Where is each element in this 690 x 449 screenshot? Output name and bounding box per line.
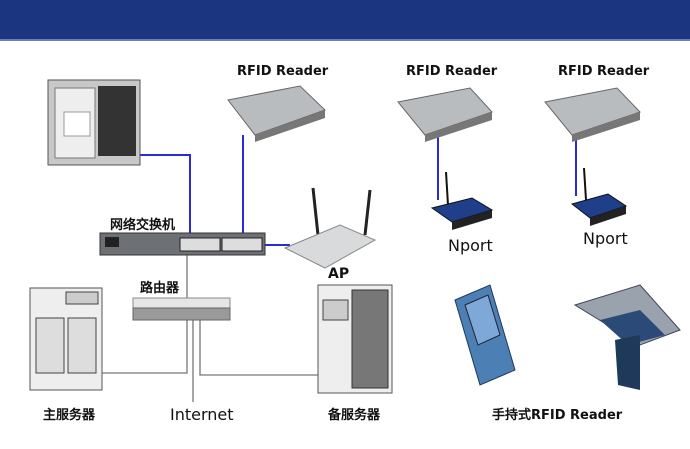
reader3-label: RFID Reader — [558, 64, 650, 79]
main-server-icon — [29, 287, 103, 391]
handheld-label: 手持式RFID Reader — [492, 408, 623, 423]
nport2-label: Nport — [583, 229, 628, 248]
header-band — [0, 0, 690, 41]
router-icon — [132, 297, 231, 321]
nport-icon — [570, 167, 628, 226]
router-label: 路由器 — [140, 281, 180, 296]
backup-server-icon — [317, 284, 393, 394]
printer-icon — [47, 79, 141, 166]
rfid-reader-icon — [544, 87, 641, 142]
nport1-label: Nport — [448, 236, 493, 255]
reader2-label: RFID Reader — [406, 64, 498, 79]
rfid-reader-icon — [397, 87, 493, 142]
link-printer-switch — [140, 154, 191, 236]
handheld-gun-reader-icon — [573, 284, 681, 390]
backup-server-label: 备服务器 — [328, 408, 381, 423]
reader1-label: RFID Reader — [237, 64, 329, 79]
main-server-label: 主服务器 — [43, 408, 96, 423]
internet-label: Internet — [170, 405, 234, 424]
link-router-main-server — [100, 320, 188, 374]
nport-icon — [430, 171, 494, 230]
ap-label: AP — [328, 266, 350, 282]
access-point-icon — [283, 187, 377, 269]
rfid-reader-icon — [227, 85, 326, 142]
switch-label: 网络交换机 — [110, 218, 176, 233]
switch-icon — [99, 232, 266, 256]
handheld-reader-icon — [454, 284, 516, 386]
link-router-backup-server — [199, 320, 320, 376]
